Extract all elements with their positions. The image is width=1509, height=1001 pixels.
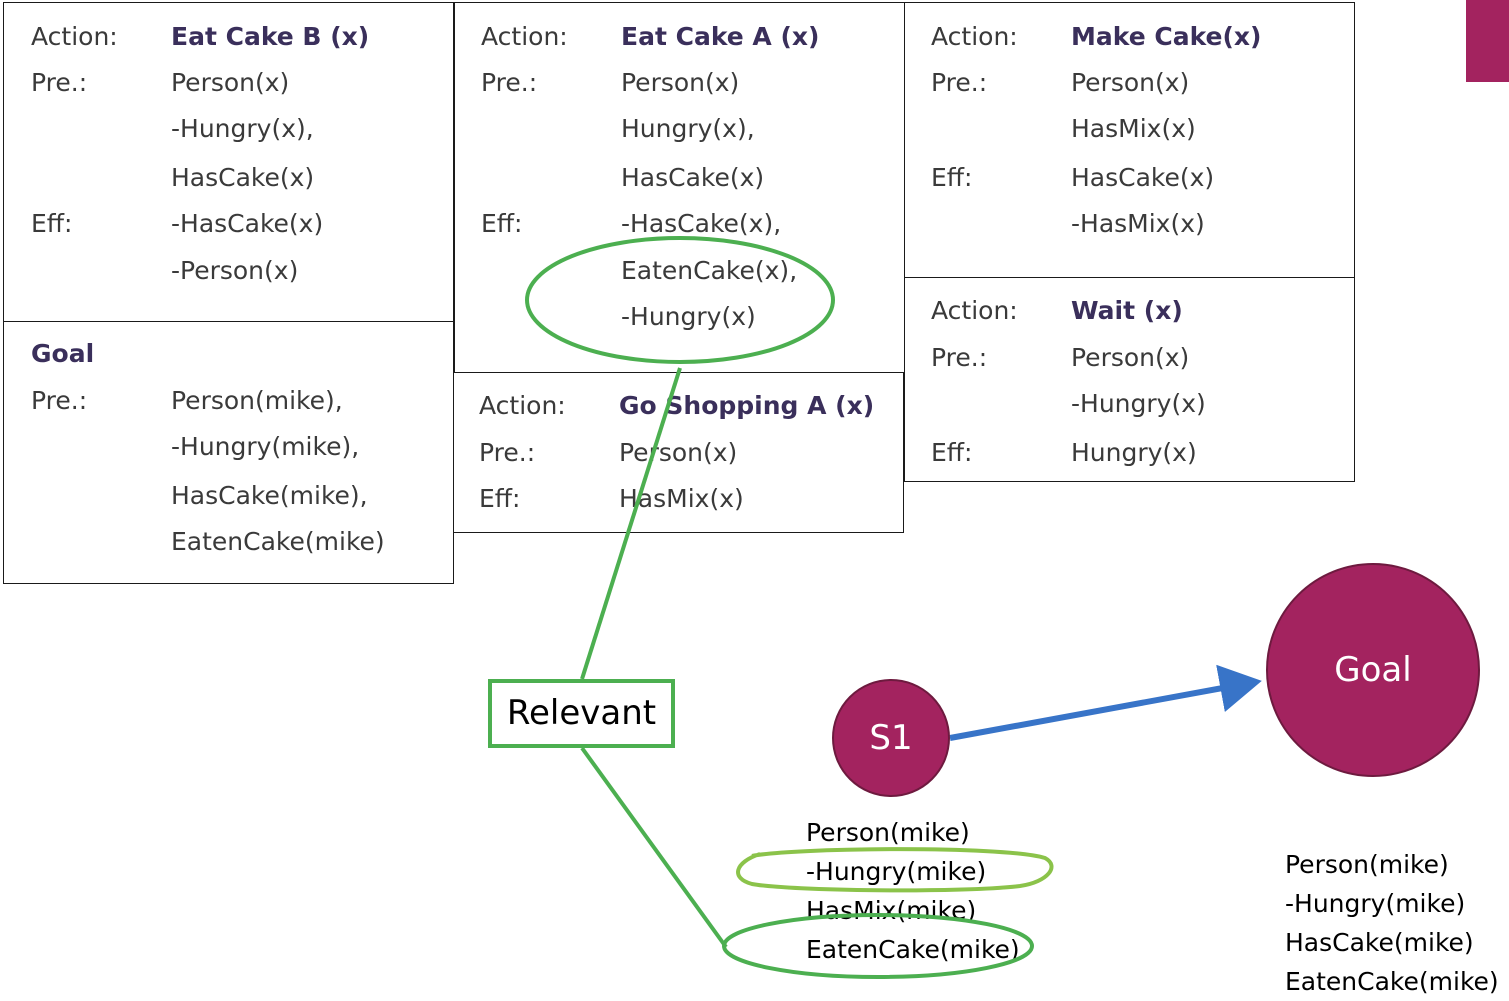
action-label: Action: (31, 22, 118, 51)
precondition: -Hungry(x) (1071, 389, 1206, 418)
action-label: Action: (481, 22, 568, 51)
goal-state-list: Person(mike) -Hungry(mike) HasCake(mike)… (1285, 845, 1499, 1001)
goal-node-label: Goal (1334, 650, 1412, 690)
highlight-ellipse-hungry (736, 847, 1054, 893)
goal-node (1266, 563, 1480, 777)
precondition: Person(x) (171, 68, 290, 97)
pre-label: Pre.: (479, 438, 536, 467)
effect: HasCake(x) (1071, 163, 1215, 192)
eff-label: Eff: (481, 209, 523, 238)
goal-title: Goal (31, 339, 95, 368)
effect: EatenCake(x), (621, 256, 798, 285)
eff-label: Eff: (479, 484, 521, 513)
highlight-ellipse-eatencake (722, 913, 1034, 979)
action-name: Make Cake(x) (1071, 22, 1262, 51)
precondition: HasCake(mike), (171, 481, 368, 510)
eff-label: Eff: (31, 209, 73, 238)
action-label: Action: (931, 296, 1018, 325)
effect: -HasCake(x) (171, 209, 324, 238)
connector-line-bottom (580, 746, 728, 949)
relevant-label: Relevant (506, 693, 657, 733)
effect: Hungry(x) (1071, 438, 1197, 467)
pre-label: Pre.: (31, 68, 88, 97)
goal-state-item: EatenCake(mike) (1285, 967, 1499, 996)
accent-block (1466, 0, 1509, 82)
s1-state-item: Person(mike) (806, 818, 970, 847)
effect: -Person(x) (171, 256, 299, 285)
action-label: Action: (931, 22, 1018, 51)
pre-label: Pre.: (931, 68, 988, 97)
pre-label: Pre.: (481, 68, 538, 97)
goal-state-item: Person(mike) (1285, 850, 1449, 879)
action-box-wait: Action: Wait (x) Pre.: Person(x) -Hungry… (904, 277, 1355, 482)
goal-state-item: HasCake(mike) (1285, 928, 1474, 957)
precondition: -Hungry(mike), (171, 432, 360, 461)
precondition: Hungry(x), (621, 114, 755, 143)
pre-label: Pre.: (931, 343, 988, 372)
action-name: Eat Cake A (x) (621, 22, 820, 51)
relevant-label-box: Relevant (488, 679, 675, 748)
connector-line-top (580, 367, 682, 680)
effect: -HasMix(x) (1071, 209, 1205, 238)
eff-label: Eff: (931, 438, 973, 467)
effect: -HasCake(x), (621, 209, 782, 238)
goal-state-item: -Hungry(mike) (1285, 889, 1466, 918)
action-name: Go Shopping A (x) (619, 391, 875, 420)
precondition: Person(x) (1071, 68, 1190, 97)
s1-node-label: S1 (869, 718, 913, 758)
precondition: -Hungry(x), (171, 114, 314, 143)
s1-state-list: Person(mike) -Hungry(mike) HasMix(mike) … (806, 813, 1020, 969)
precondition: EatenCake(mike) (171, 527, 385, 556)
precondition: Person(mike), (171, 386, 343, 415)
precondition: Person(x) (621, 68, 740, 97)
action-name: Eat Cake B (x) (171, 22, 370, 51)
pre-label: Pre.: (31, 386, 88, 415)
s1-node (832, 679, 950, 797)
precondition: Person(x) (619, 438, 738, 467)
action-label: Action: (479, 391, 566, 420)
s1-state-item: -Hungry(mike) (806, 857, 987, 886)
precondition: HasCake(x) (171, 163, 315, 192)
s1-state-item: EatenCake(mike) (806, 935, 1020, 964)
eff-label: Eff: (931, 163, 973, 192)
precondition: HasMix(x) (1071, 114, 1196, 143)
precondition: Person(x) (1071, 343, 1190, 372)
precondition: HasCake(x) (621, 163, 765, 192)
action-box-eat-cake-b: Action: Eat Cake B (x) Pre.: Person(x) -… (3, 2, 454, 323)
transition-arrow (949, 664, 1262, 741)
highlight-ellipse-effects (525, 236, 835, 364)
action-name: Wait (x) (1071, 296, 1183, 325)
effect: -Hungry(x) (621, 302, 756, 331)
